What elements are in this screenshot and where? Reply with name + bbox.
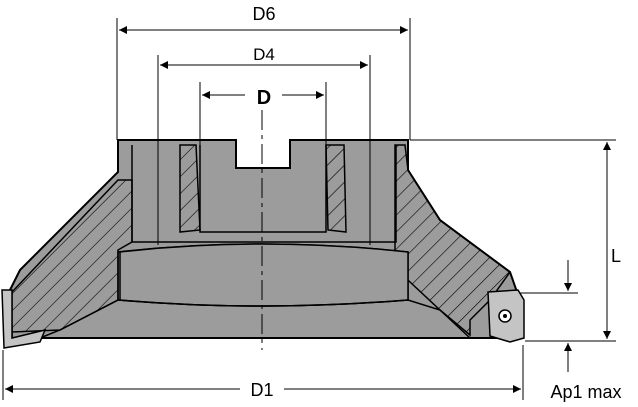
inner-bore-outline [117, 145, 409, 307]
lower-bore [119, 243, 409, 307]
keyway-slot [235, 140, 291, 169]
hatched-ring-left [179, 144, 201, 233]
l-label: L [611, 246, 621, 266]
d1-label: D1 [250, 380, 273, 400]
d6-label: D6 [252, 4, 275, 24]
insert-left [1, 289, 47, 349]
d-label: D [257, 87, 271, 109]
d1-label-bg [240, 378, 284, 400]
insert-screw-center-icon [503, 314, 507, 318]
ap1-label: Ap1 max [550, 382, 621, 402]
hatched-ring-right [325, 144, 347, 233]
d4-label: D4 [253, 45, 275, 64]
